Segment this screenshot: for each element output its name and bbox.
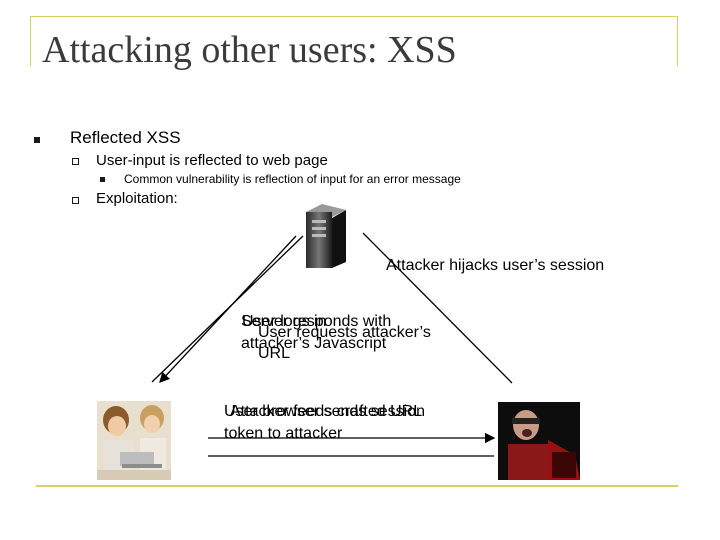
label-server-responds-2: attacker’s Javascript [241, 335, 387, 352]
label-attacker-feeds: Attacker feeds crafted URL [230, 403, 423, 420]
label-attacker-hijacks: Attacker hijacks user’s session [386, 257, 605, 274]
arrow-hijack [362, 232, 513, 384]
bullet-square-icon [34, 137, 40, 143]
sub-bullet-hollow-square-icon-2 [72, 197, 79, 204]
label-user-browser-1: User browser sends session [224, 403, 425, 420]
frame-left-rule [30, 16, 31, 66]
label-user-requests-2: URL [258, 345, 291, 362]
label-server-responds-1: Server responds with [241, 313, 392, 330]
label-user-browser-2: token to attacker [224, 425, 343, 442]
bullet-common-vulnerability: Common vulnerability is reflection of in… [124, 172, 461, 186]
bottom-rule [36, 485, 678, 487]
sub-bullet-hollow-square-icon [72, 158, 79, 165]
arrow-user-login [159, 235, 297, 383]
attacker-photo-icon [498, 402, 580, 480]
frame-right-rule [677, 16, 678, 66]
bullet-reflected-xss: Reflected XSS [70, 128, 181, 147]
users-photo-icon [97, 401, 171, 480]
slide-title: Attacking other users: XSS [42, 29, 457, 71]
frame-top-rule [30, 16, 678, 17]
bullet-user-input: User-input is reflected to web page [96, 152, 328, 169]
bullet-exploitation: Exploitation: [96, 190, 178, 207]
label-user-logs-in: User logs in [242, 313, 327, 330]
server-icon [306, 204, 346, 268]
label-user-requests-1: User requests attacker’s [258, 324, 431, 341]
bullet-square-small-icon [100, 177, 105, 182]
